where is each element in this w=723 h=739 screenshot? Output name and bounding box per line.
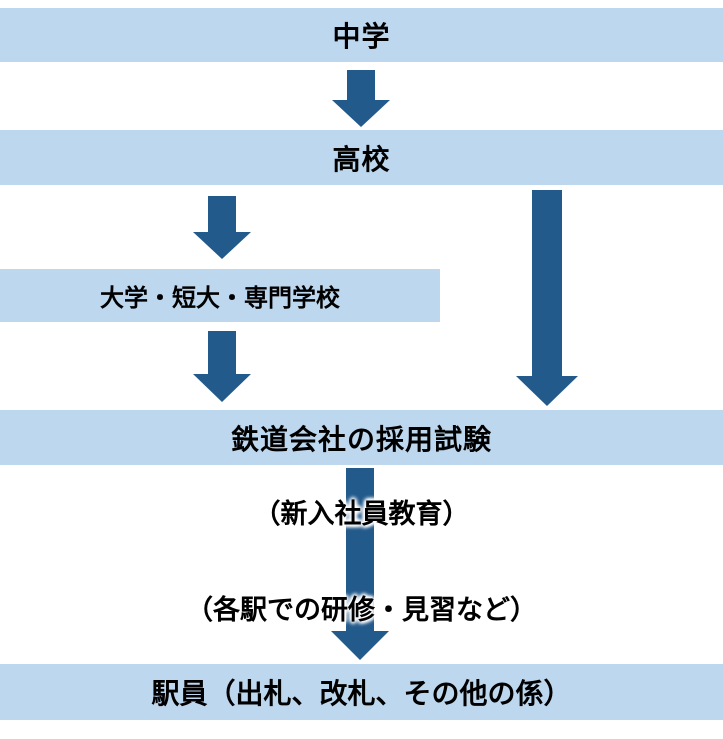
arrow-shaft	[532, 190, 562, 376]
node-high-school-label: 高校	[332, 143, 391, 175]
node-high-school: 高校	[0, 130, 723, 185]
arrow-head	[193, 232, 251, 259]
arrow-head	[332, 100, 390, 127]
node-exam: 鉄道会社の採用試験	[0, 410, 723, 465]
training-note-station: （各駅での研修・見習など）	[186, 595, 537, 625]
arrow-head	[331, 631, 389, 660]
node-middle-school-label: 中学	[332, 21, 391, 52]
node-middle-school: 中学	[0, 8, 723, 62]
arrow-head	[516, 376, 578, 406]
arrow-shaft	[208, 196, 236, 232]
node-exam-label: 鉄道会社の採用試験	[230, 423, 492, 455]
arrow-down-high-to-college-icon	[193, 196, 251, 259]
node-station-staff: 駅員（出札、改札、その他の係）	[0, 664, 723, 720]
node-college-label: 大学・短大・専門学校	[100, 285, 340, 312]
arrow-shaft	[208, 331, 236, 374]
arrow-down-college-to-exam-icon	[193, 331, 251, 402]
arrow-down-exam-to-staff-icon	[331, 468, 389, 660]
training-note-new-employee: （新入社員教育）	[253, 499, 470, 529]
arrow-shaft	[346, 468, 374, 631]
arrow-down-middle-to-high-icon	[332, 70, 390, 127]
arrow-shaft	[347, 70, 375, 100]
arrow-down-high-to-exam-icon	[516, 190, 578, 406]
arrow-head	[193, 374, 251, 402]
node-college: 大学・短大・専門学校	[0, 269, 440, 322]
node-station-staff-label: 駅員（出札、改札、その他の係）	[151, 678, 572, 709]
